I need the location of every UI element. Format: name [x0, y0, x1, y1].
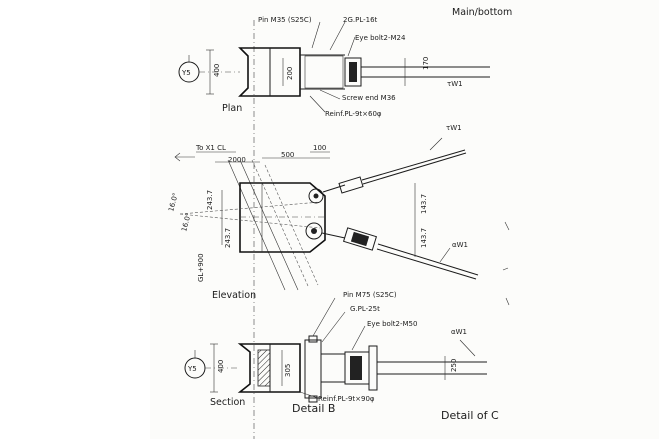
elev-to-cl-label: To X1 CL — [195, 144, 226, 152]
elev-dim-100: 100 — [313, 144, 326, 152]
plan-title: Plan — [222, 103, 242, 114]
elev-bracket — [239, 182, 326, 253]
section-reinf-label: Reinf.PL-9t×90φ — [318, 395, 375, 403]
elev-gl-label: GL+900 — [197, 253, 205, 282]
section-wire-label: αW1 — [451, 328, 467, 336]
plan-pin-label: Pin M35 (S25C) — [258, 16, 312, 24]
elev-wire-lower-label: αW1 — [452, 241, 468, 249]
elev-wire-lower — [377, 243, 479, 276]
elev-dim-2000: 2000 — [228, 156, 246, 164]
sheet-title: Main/bottom — [452, 7, 512, 18]
elev-angle-1: 16.0° — [167, 192, 180, 213]
elev-pin-lower — [305, 222, 323, 240]
elev-pin-upper — [308, 188, 324, 204]
plan-screw-end-label: Screw end M36 — [342, 94, 396, 102]
detail-label: Detail B — [292, 402, 335, 415]
elev-turnbuckle-upper — [338, 176, 364, 194]
plan-wire-label: τW1 — [447, 80, 463, 88]
plan-gpl-label: 2G.PL-16t — [343, 16, 378, 24]
section-title: Section — [210, 397, 245, 408]
section-dim-400: 400 — [217, 360, 225, 373]
elev-turnbuckle-lower — [342, 227, 378, 251]
section-eye-bolt-label: Eye bolt2-M50 — [367, 320, 417, 328]
elev-dim-143b: 143.7 — [420, 228, 428, 248]
section-grid-ref: Y5 — [187, 365, 197, 373]
plan-dim-170: 170 — [422, 57, 430, 70]
elev-dim-243b: 243.7 — [224, 228, 232, 248]
section-dim-305: 305 — [284, 364, 292, 377]
plan-dim-200: 200 — [286, 67, 294, 80]
section-pin — [304, 339, 322, 399]
plan-view: Y5 400 200 170 Pin M35 (S25C) 2G.PL-16t … — [178, 16, 490, 439]
plan-eye-bolt — [344, 57, 362, 87]
plan-dim-400: 400 — [213, 64, 221, 77]
margin-mark — [504, 221, 510, 231]
section-pin-label: Pin M75 (S25C) — [343, 291, 397, 299]
plan-reinf-label: Reinf.PL-9t×60φ — [325, 110, 382, 118]
elev-wire-upper-label: τW1 — [446, 124, 462, 132]
section-bracket — [237, 343, 301, 393]
elevation-view: To X1 CL 2000 500 100 243.7 243.7 16.0° … — [167, 124, 479, 301]
elevation-title: Elevation — [212, 290, 256, 301]
plan-bracket — [238, 47, 301, 97]
section-dim-250: 250 — [450, 359, 458, 372]
elev-wire-upper — [361, 149, 466, 181]
section-gpl-label: G.PL-25t — [350, 305, 380, 313]
plan-grid-ref: Y5 — [181, 69, 191, 77]
section-view: Y5 400 305 250 Pin M75 (S25C) G.PL-25t E… — [184, 291, 487, 408]
column-face-left — [227, 159, 286, 291]
plan-gusset — [304, 55, 344, 89]
elev-dim-500: 500 — [281, 151, 294, 159]
detail-of-label: Detail of C — [441, 409, 499, 422]
plan-eye-bolt-label: Eye bolt2-M24 — [355, 34, 406, 42]
elev-dim-143a: 143.7 — [420, 194, 428, 214]
elev-dim-243a: 243.7 — [206, 190, 214, 210]
